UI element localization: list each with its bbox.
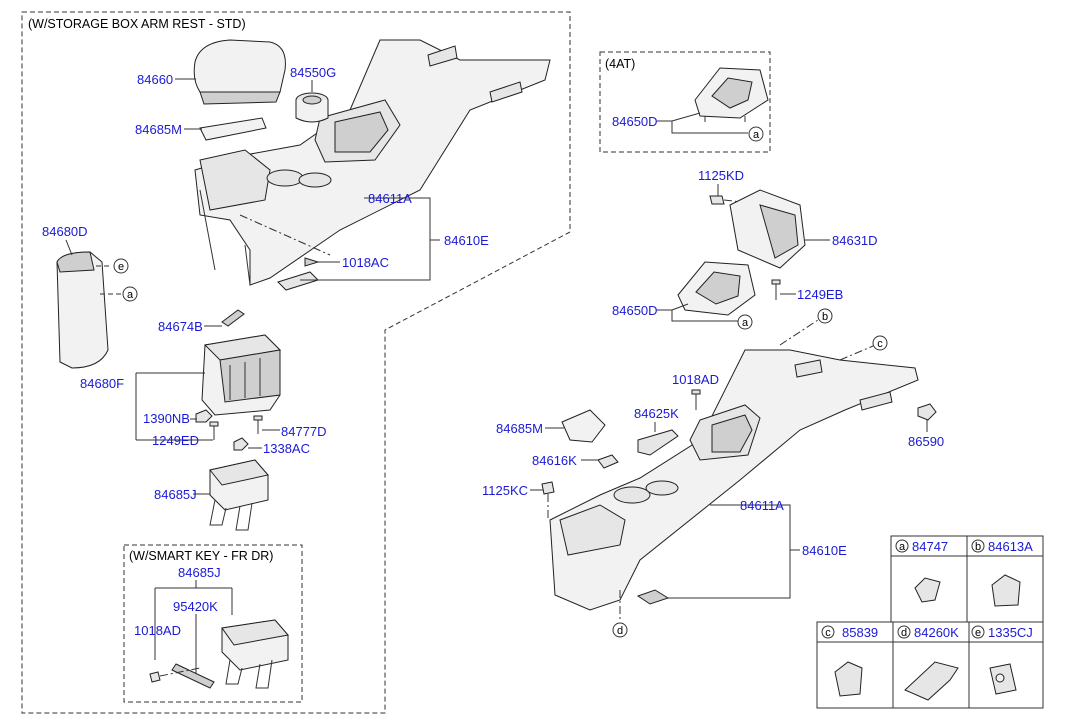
console-top-drawing — [194, 39, 551, 286]
label-84685M-top: 84685M — [135, 122, 182, 137]
callout-b — [817, 308, 833, 324]
storage-box-group-title: (W/STORAGE BOX ARM REST - STD) — [28, 17, 246, 31]
label-95420K: 95420K — [173, 599, 218, 614]
callout-a-main-text: a — [742, 317, 749, 329]
label-84650D-4at: 84650D — [612, 114, 658, 129]
label-84777D: 84777D — [281, 424, 327, 439]
callout-a-left — [122, 286, 138, 302]
label-84550G: 84550G — [290, 65, 336, 80]
label-1390NB: 1390NB — [143, 411, 190, 426]
label-84610E: 84610E — [802, 543, 847, 558]
storage-box-group-border — [21, 11, 571, 714]
cup-84550G-drawing — [295, 92, 329, 123]
label-84685J-smartkey: 84685J — [178, 565, 221, 580]
side-panel-84680D-drawing — [56, 251, 109, 369]
bracket-84631D-drawing — [729, 189, 806, 269]
nut-1338AC-drawing — [233, 437, 249, 451]
legend-code-84260K: 84260K — [914, 625, 959, 640]
4at-group-border — [599, 51, 771, 153]
shift-cover-84650D-drawing — [677, 261, 756, 316]
label-1125KC: 1125KC — [482, 483, 528, 498]
smart-key-bracket-drawing — [171, 619, 289, 689]
callout-d-text: d — [617, 625, 623, 637]
legend-letter-a: a — [899, 541, 906, 553]
label-84610E-top: 84610E — [444, 233, 489, 248]
clip-86590-drawing — [917, 403, 937, 421]
callout-c — [872, 335, 888, 351]
clip-bottom-drawing — [636, 589, 670, 605]
console-main-drawing — [549, 349, 919, 611]
label-84611A: 84611A — [740, 498, 784, 513]
label-1125KD: 1125KD — [698, 168, 744, 183]
legend-part-84747 — [914, 577, 941, 603]
label-1018AC: 1018AC — [342, 255, 389, 270]
smart-key-group-title: (W/SMART KEY - FR DR) — [129, 549, 273, 563]
label-84611A-top: 84611A — [368, 191, 412, 206]
mat-84685M-drawing — [561, 409, 606, 443]
legend-code-84747: 84747 — [912, 539, 948, 554]
legend-code-84613A: 84613A — [988, 539, 1033, 554]
arm-rest-84660-drawing — [193, 39, 286, 105]
label-1249EB: 1249EB — [797, 287, 843, 302]
pad-84674B-drawing — [221, 309, 245, 327]
callout-c-text: c — [877, 338, 883, 350]
callout-a-4at-text: a — [753, 129, 760, 141]
legend-letter-d: d — [901, 627, 907, 639]
label-84631D: 84631D — [832, 233, 878, 248]
clip-84616K-drawing — [597, 454, 619, 469]
label-84685M: 84685M — [496, 421, 543, 436]
mat-84685M-top-drawing — [199, 117, 267, 141]
label-84625K: 84625K — [634, 406, 679, 421]
label-84680D: 84680D — [42, 224, 88, 239]
legend-code-85839: 85839 — [842, 625, 878, 640]
bracket-84685J-drawing — [209, 459, 269, 531]
callout-e-left-text: e — [118, 261, 124, 273]
callout-a-left-text: a — [127, 289, 134, 301]
label-84685J: 84685J — [154, 487, 197, 502]
label-84650D: 84650D — [612, 303, 658, 318]
label-84616K: 84616K — [532, 453, 577, 468]
legend-part-84613A — [991, 574, 1021, 607]
nut-1390NB-drawing — [195, 409, 213, 423]
legend-letter-c: c — [825, 627, 831, 639]
legend-part-85839 — [834, 661, 863, 697]
label-1018AD-smartkey: 1018AD — [134, 623, 181, 638]
callout-d — [612, 622, 628, 638]
4at-group-title: (4AT) — [605, 57, 635, 71]
label-1338AC: 1338AC — [263, 441, 310, 456]
callout-a-4at — [748, 126, 764, 142]
callout-e-left — [113, 258, 129, 274]
legend-table: a 84747 b 84613A c 85839 d 84260K e 1335… — [816, 535, 1044, 709]
label-1018AD: 1018AD — [672, 372, 719, 387]
label-84674B: 84674B — [158, 319, 203, 334]
legend-code-1335CJ: 1335CJ — [988, 625, 1033, 640]
legend-part-84260K — [904, 661, 959, 701]
callout-a-main — [737, 314, 753, 330]
callout-b-text: b — [822, 311, 828, 323]
label-84660: 84660 — [137, 72, 173, 87]
trim-84625K-drawing — [637, 429, 679, 456]
clip-top-drawing — [277, 271, 319, 291]
legend-letter-b: b — [975, 541, 981, 553]
storage-box-84680F-drawing — [201, 334, 282, 416]
label-84680F: 84680F — [80, 376, 124, 391]
legend-letter-e: e — [975, 627, 981, 639]
smart-key-group-border — [123, 544, 303, 703]
shift-cover-4at-drawing — [694, 67, 769, 122]
label-1249ED: 1249ED — [152, 433, 199, 448]
label-86590: 86590 — [908, 434, 944, 449]
